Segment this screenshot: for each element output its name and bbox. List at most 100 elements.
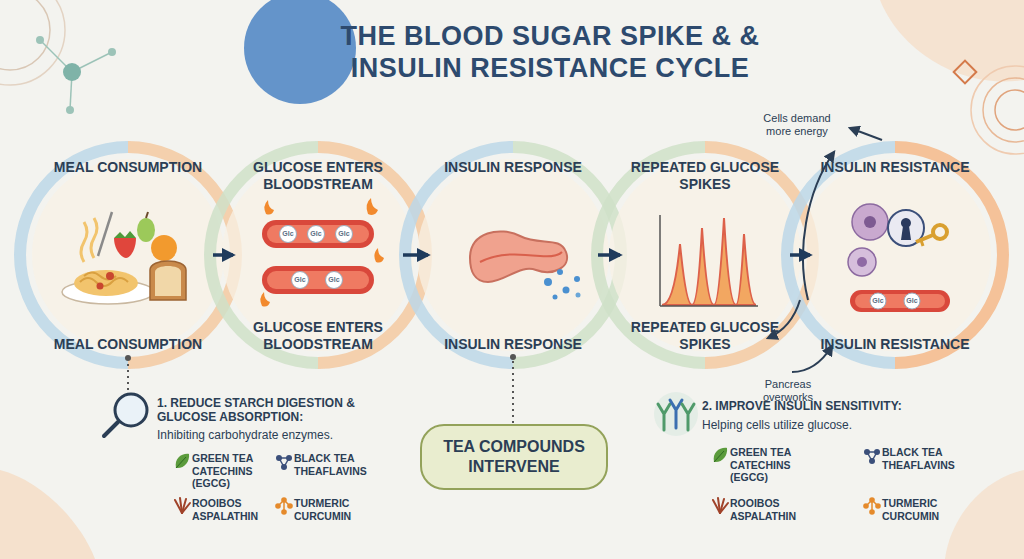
edge-group (510, 354, 516, 424)
pancreas-illustration (480, 252, 562, 262)
molecule-tag: Glc (902, 297, 922, 304)
blood-vessel-illustration (260, 292, 270, 307)
cycle-arrows (768, 128, 882, 372)
meal-illustration (114, 238, 136, 258)
compound-name: GREEN TEA CATECHINS (EGCG) (192, 452, 272, 490)
connector-dot (510, 354, 516, 360)
corner-decoration (108, 48, 116, 56)
molecule-tag: Glc (290, 276, 310, 283)
compound-icon (175, 498, 190, 513)
meal-illustration (81, 222, 87, 262)
meal-illustration (137, 218, 155, 242)
insulin-resistance-illustration (857, 257, 867, 267)
insulin-resistance-illustration (921, 240, 923, 246)
cycle-arrows (803, 152, 834, 300)
edge-group (213, 255, 233, 256)
flow-arrow (790, 253, 810, 257)
blood-vessel-illustration (267, 271, 369, 289)
molecule-tag: Glc (334, 230, 354, 237)
pancreas-illustration (553, 295, 558, 300)
ring-fill (799, 159, 991, 351)
ring-arc (895, 141, 1009, 369)
pancreas-illustration (544, 278, 552, 286)
compound-icon (863, 497, 881, 515)
cycle-step-circle: REPEATED GLUCOSE SPIKESREPEATED GLUCOSE … (622, 155, 788, 355)
compound-name: ROOIBOS ASPALATHIN (730, 497, 812, 522)
meal-illustration (84, 273, 116, 280)
step-title: INSULIN RESPONSE (438, 159, 588, 176)
blood-vessel-illustration (260, 198, 384, 307)
magnifier-icon (104, 422, 118, 436)
receptor-icon (654, 392, 698, 436)
step-title: MEAL CONSUMPTION (53, 336, 203, 353)
flow-arrow (213, 253, 233, 257)
meal-illustration (155, 266, 181, 296)
magnifier-icon (104, 394, 147, 436)
insulin-resistance-illustration (916, 235, 933, 242)
step-title: REPEATED GLUCOSE SPIKES (630, 319, 780, 353)
meal-illustration (74, 270, 138, 296)
insulin-resistance-illustration (850, 290, 950, 312)
step-title: INSULIN RESISTANCE (820, 336, 970, 353)
insulin-resistance-illustration (852, 204, 888, 240)
leader-line (127, 358, 129, 392)
dotted-connector (512, 355, 514, 424)
step-title: GLUCOSE ENTERS BLOODSTREAM (243, 159, 393, 193)
edge-group (403, 255, 428, 256)
title-badge (244, 0, 356, 104)
section-heading: 1. REDUCE STARCH DIGESTION & GLUCOSE ABS… (157, 396, 389, 425)
molecule-tag: Glc (306, 230, 326, 237)
ring-fill (417, 159, 609, 351)
cycle-arrows (792, 346, 832, 372)
molecule-tag: Glc (278, 230, 298, 237)
blood-vessel-illustration (262, 266, 374, 294)
insulin-resistance-illustration (848, 204, 950, 312)
blood-vessel-illustration (262, 220, 374, 248)
pancreas-illustration (574, 276, 580, 282)
compound-name: BLACK TEA THEAFLAVINS (294, 452, 386, 477)
pancreas-illustration (557, 269, 563, 275)
blood-vessel-illustration (264, 200, 274, 215)
corner-decoration (880, 0, 1024, 82)
molecule-tag: Glc (868, 297, 888, 304)
compound-icon (714, 448, 727, 462)
pancreas-illustration (470, 231, 581, 299)
step-title: GLUCOSE ENTERS BLOODSTREAM (243, 319, 393, 353)
flow-arrow (403, 253, 428, 257)
receptor-icon (670, 400, 682, 428)
meal-illustration (146, 212, 148, 218)
corner-decoration (954, 61, 977, 84)
ring-fill (32, 159, 224, 351)
corner-decoration (971, 66, 1024, 154)
step-title: INSULIN RESISTANCE (820, 159, 970, 176)
box-title: TEA COMPOUNDS INTERVENE (422, 437, 606, 477)
corner-decoration (36, 36, 44, 44)
pancreas-illustration (576, 293, 581, 298)
corner-decoration (63, 63, 81, 81)
cycle-arrows (768, 300, 800, 338)
compound-name: TURMERIC CURCUMIN (882, 497, 968, 522)
callout-note: Cells demand more energy (750, 112, 844, 138)
diagram-title: THE BLOOD SUGAR SPIKE & & INSULIN RESIST… (285, 20, 815, 85)
meal-illustration (106, 272, 114, 280)
compound-icon (713, 498, 728, 513)
glucose-spike-chart (662, 218, 756, 305)
intervention-box: TEA COMPOUNDS INTERVENE (420, 424, 608, 490)
compound-name: GREEN TEA CATECHINS (EGCG) (730, 446, 810, 484)
insulin-resistance-illustration (864, 216, 876, 228)
glucose-spike-chart (659, 215, 661, 306)
compound-icon (276, 455, 292, 470)
cycle-arrows (850, 128, 882, 140)
magnifier-icon (115, 394, 147, 426)
meal-illustration (62, 212, 186, 304)
section-text: Helping cells utilize glucose. (702, 418, 942, 432)
meal-illustration (98, 212, 112, 256)
insulin-resistance-illustration (901, 218, 911, 240)
leader-line (125, 355, 131, 392)
section-heading: 2. IMPROVE INSULIN SENSITIVITY: (702, 399, 994, 413)
